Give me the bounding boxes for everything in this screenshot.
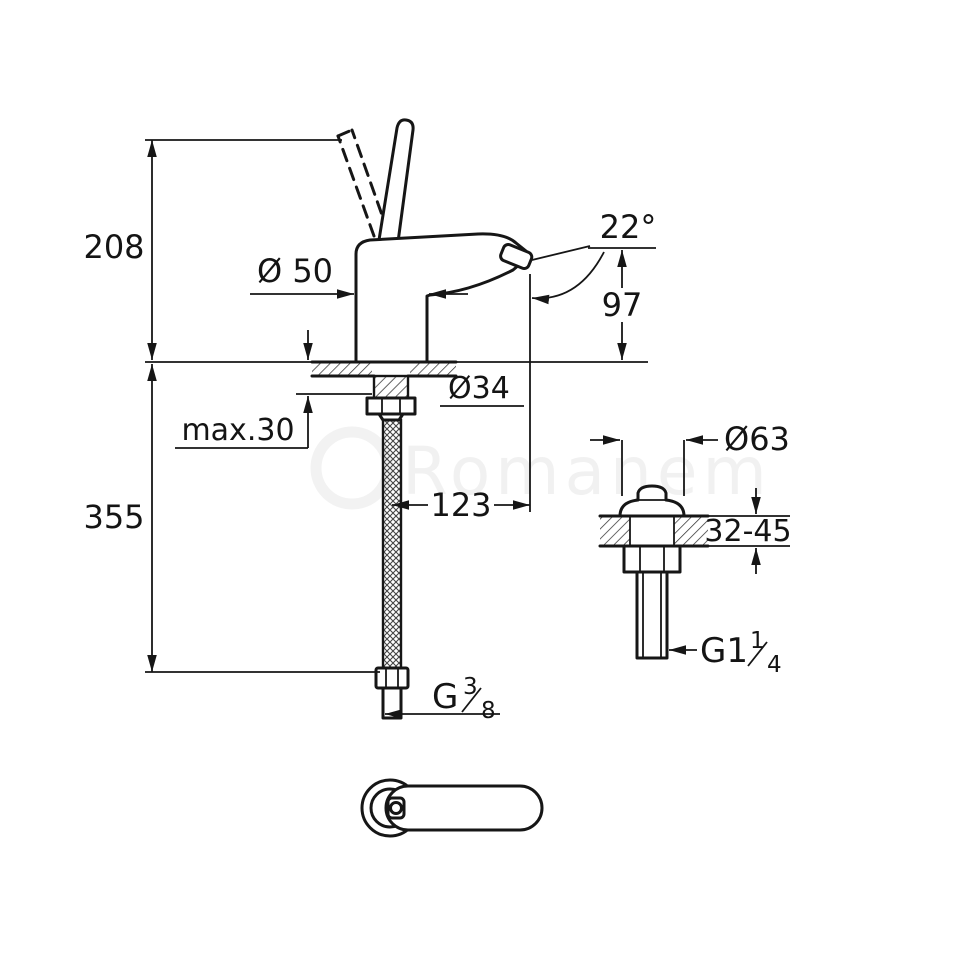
aerator-icon bbox=[499, 243, 534, 271]
dimension-drain-diameter-63: Ø63 bbox=[590, 420, 790, 496]
drain-deck bbox=[598, 514, 710, 548]
watermark-text: Romanem bbox=[402, 433, 772, 510]
deck-hatch-right bbox=[410, 362, 456, 376]
g38-denominator: 8 bbox=[481, 698, 496, 724]
g114-numerator: 1 bbox=[750, 628, 765, 654]
dimension-body-diameter-50: Ø 50 bbox=[250, 252, 468, 299]
mounting-deck bbox=[145, 360, 648, 378]
drain-tube bbox=[635, 570, 669, 660]
drain-cap bbox=[618, 484, 686, 518]
faucet-front-view bbox=[145, 118, 648, 720]
dim-208-label: 208 bbox=[83, 228, 144, 266]
deck-hatch-left bbox=[312, 362, 372, 376]
mounting-nut bbox=[365, 396, 417, 416]
dimension-drain-thread-g114: G1 1 4 bbox=[669, 628, 782, 678]
dimension-spout-angle-22: 22° bbox=[531, 208, 657, 305]
dim-355-label: 355 bbox=[83, 498, 144, 536]
dimension-hose-thread-g38: G 3 8 bbox=[385, 674, 500, 724]
dimension-spout-height-97: 97 bbox=[602, 250, 643, 360]
dim-max30-label: max.30 bbox=[181, 413, 294, 448]
dimension-shank-diameter-34: Ø34 bbox=[440, 371, 524, 407]
dimension-spout-reach-123: 123 bbox=[392, 274, 531, 524]
dim-d34-label: Ø34 bbox=[448, 371, 510, 406]
hose-nut bbox=[374, 666, 410, 690]
mounting-shank bbox=[365, 374, 417, 422]
handle-top-view bbox=[360, 778, 544, 838]
drain-assembly bbox=[598, 484, 710, 660]
dim-d50-label: Ø 50 bbox=[257, 252, 333, 290]
dimension-height-208: 208 bbox=[83, 139, 342, 360]
drain-nut bbox=[622, 544, 682, 574]
dim-d63-label: Ø63 bbox=[724, 420, 790, 458]
g38-numerator: 3 bbox=[463, 674, 478, 700]
dim-123-label: 123 bbox=[430, 486, 491, 524]
g114-denominator: 4 bbox=[767, 652, 782, 678]
dimension-hose-355: 355 bbox=[83, 364, 380, 673]
dim-97-label: 97 bbox=[602, 286, 643, 324]
dimension-deck-range-32-45: 32-45 bbox=[704, 488, 792, 574]
g38-prefix: G bbox=[432, 677, 458, 717]
supply-hose bbox=[374, 418, 410, 720]
watermark: Romanem bbox=[310, 426, 772, 510]
watermark-logo bbox=[310, 426, 394, 510]
dimension-max-thickness-30: max.30 bbox=[175, 330, 372, 449]
handle-alt-position-dashed bbox=[336, 128, 390, 238]
lever-top-view bbox=[384, 784, 544, 832]
dim-32-45-label: 32-45 bbox=[704, 514, 791, 549]
dim-22deg-label: 22° bbox=[600, 208, 657, 246]
faucet-lever bbox=[377, 118, 415, 244]
lever-pivot bbox=[389, 801, 403, 815]
g114-prefix: G1 bbox=[700, 631, 748, 671]
